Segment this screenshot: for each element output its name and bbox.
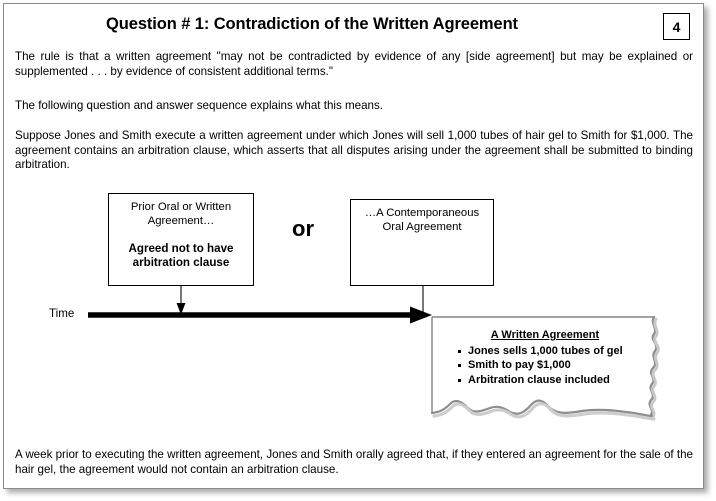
time-axis-label: Time bbox=[49, 307, 75, 320]
prior-agreement-label: Prior Oral or Written Agreement… bbox=[130, 201, 232, 227]
contemporaneous-agreement-box: …A Contemporaneous Oral Agreement bbox=[350, 199, 494, 286]
paragraph-rule: The rule is that a written agreement "ma… bbox=[15, 50, 693, 78]
prior-agreement-box: Prior Oral or Written Agreement… Agreed … bbox=[108, 193, 254, 286]
document-content: A Written Agreement Jones sells 1,000 tu… bbox=[452, 328, 638, 387]
paragraph-intro: The following question and answer sequen… bbox=[15, 99, 383, 112]
timeline-arrowhead bbox=[410, 306, 432, 324]
written-agreement-document: A Written Agreement Jones sells 1,000 tu… bbox=[432, 317, 663, 425]
paragraph-bottom: A week prior to executing the written ag… bbox=[15, 448, 693, 476]
list-item: Jones sells 1,000 tubes of gel bbox=[458, 344, 638, 359]
list-item: Arbitration clause included bbox=[458, 373, 638, 388]
prior-agreement-emphasis: Agreed not to have arbitration clause bbox=[128, 242, 234, 269]
page-number-badge: 4 bbox=[663, 13, 690, 40]
document-title: A Written Agreement bbox=[490, 329, 600, 341]
connector-arrowhead-prior bbox=[176, 303, 186, 315]
page-number-value: 4 bbox=[672, 18, 681, 35]
slide-frame: Question # 1: Contradiction of the Writt… bbox=[3, 3, 704, 489]
or-connector-label: or bbox=[292, 216, 314, 241]
paragraph-facts: Suppose Jones and Smith execute a writte… bbox=[15, 129, 693, 171]
document-bullet-list: Jones sells 1,000 tubes of gel Smith to … bbox=[452, 344, 638, 388]
page-title: Question # 1: Contradiction of the Writt… bbox=[106, 15, 518, 33]
contemporaneous-agreement-label: …A Contemporaneous Oral Agreement bbox=[364, 207, 480, 233]
list-item: Smith to pay $1,000 bbox=[458, 358, 638, 373]
